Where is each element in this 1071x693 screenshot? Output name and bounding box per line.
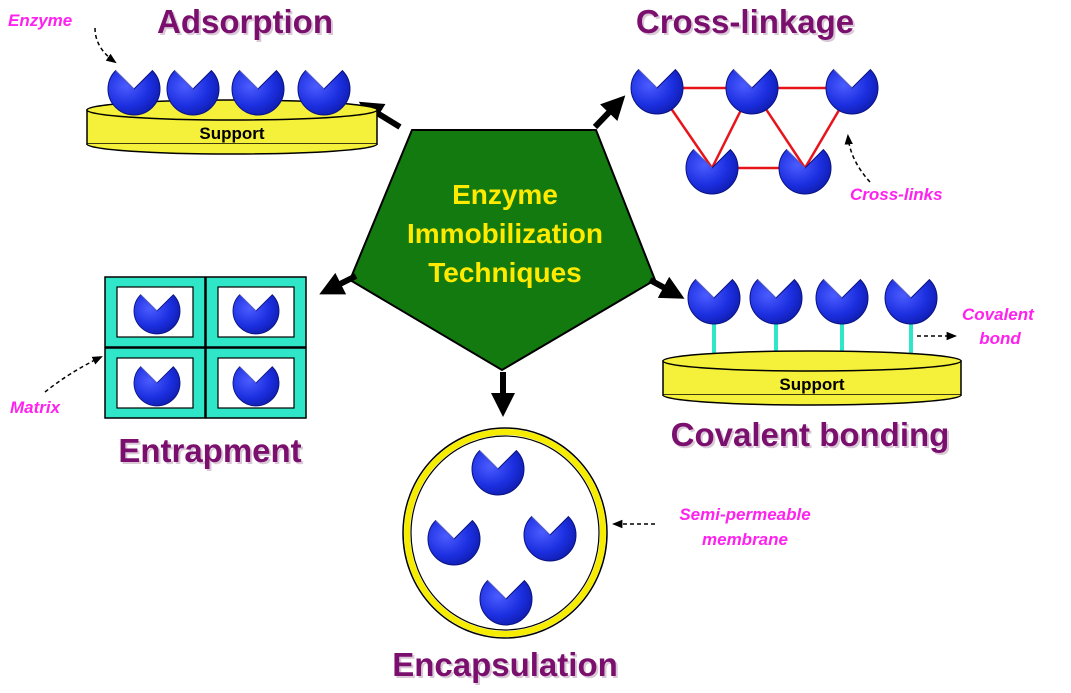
arrow-to-entrapment	[319, 272, 358, 295]
arrow-to-cross-linkage	[592, 95, 626, 130]
adsorption-support-label: Support	[199, 124, 264, 143]
cross-links-pointer-arrow	[844, 133, 871, 183]
cross-linkage-title-shadow: Cross-linkage	[638, 5, 856, 42]
arrow-to-covalent-bonding	[648, 276, 685, 299]
membrane-annotation-line-1: Semi-permeable	[679, 505, 810, 524]
cross-link-enzyme-3	[825, 69, 879, 115]
cross-links-annotation: Cross-links	[850, 185, 943, 204]
covalent-enzyme-4	[884, 279, 938, 325]
matrix-annotation: Matrix	[10, 398, 62, 417]
covalent-bond-annotation-line-2: bond	[979, 329, 1021, 348]
semi-permeable-membrane	[402, 427, 608, 639]
center-title-line-2: Immobilization	[407, 218, 603, 249]
covalent-support-label: Support	[779, 375, 844, 394]
matrix-pointer-arrow	[44, 356, 103, 393]
covalent-enzyme-2	[749, 279, 803, 325]
enzyme-annotation: Enzyme	[8, 11, 72, 30]
covalent-bond-annotation-line-1: Covalent	[962, 305, 1035, 324]
cross-link-enzyme-1	[630, 69, 684, 115]
adsorption-title: Adsorption	[157, 3, 333, 40]
covalent-bonding-title-shadow: Covalent bonding	[673, 418, 952, 455]
center-title-line-1: Enzyme	[452, 179, 558, 210]
covalent-enzyme-1	[687, 279, 741, 325]
cross-linkage-title: Cross-linkage	[636, 3, 854, 40]
covalent-bonding-title: Covalent bonding	[671, 416, 950, 453]
encapsulation-title: Encapsulation	[392, 646, 618, 683]
center-title-line-3: Techniques	[428, 257, 582, 288]
covalent-support	[662, 350, 962, 406]
encapsulation-title-shadow: Encapsulation	[394, 648, 620, 685]
membrane-annotation-line-2: membrane	[702, 530, 788, 549]
center-pentagon	[348, 129, 657, 372]
adsorption-title-shadow: Adsorption	[159, 5, 335, 42]
entrapment-matrix	[104, 276, 307, 419]
cross-link-enzyme-5	[778, 149, 832, 195]
entrapment-title-shadow: Entrapment	[120, 434, 303, 471]
cross-link-enzyme-4	[685, 149, 739, 195]
entrapment-title: Entrapment	[118, 432, 301, 469]
cross-link-enzyme-2	[725, 69, 779, 115]
enzyme-pointer-arrow	[94, 27, 117, 64]
covalent-enzyme-3	[815, 279, 869, 325]
